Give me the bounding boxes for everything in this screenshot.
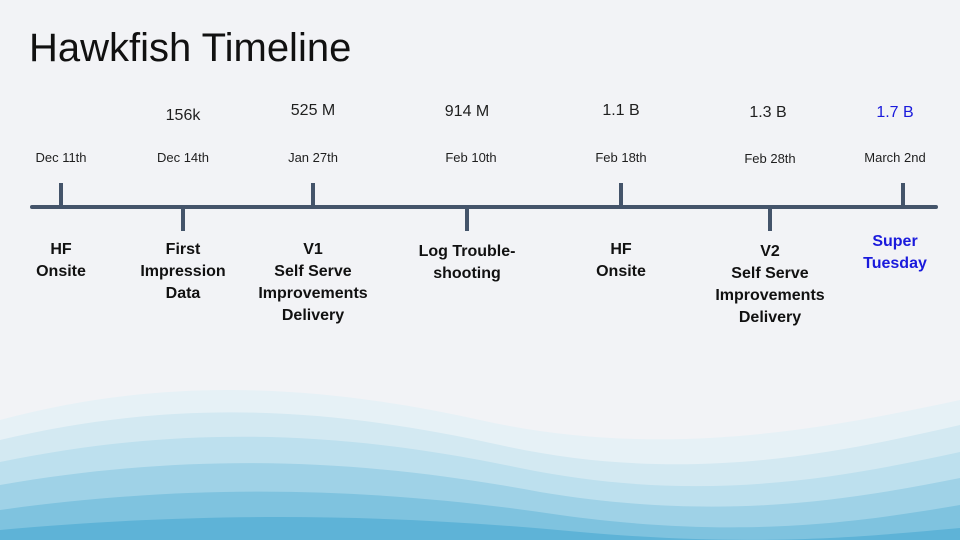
milestone-metric: 914 M [444, 103, 490, 120]
milestone-event: V1 Self Serve Improvements Delivery [258, 241, 368, 324]
wave-band [0, 517, 960, 540]
milestone-event: HF Onsite [36, 241, 86, 280]
milestone-date: March 2nd [864, 150, 926, 165]
milestone-tick [59, 183, 63, 207]
milestone-event: Log Trouble- shooting [418, 243, 516, 282]
milestone-tick [181, 207, 185, 231]
milestone-metric: 1.1 B [602, 102, 640, 119]
milestone-date: Jan 27th [288, 150, 338, 165]
milestone-event-highlight: Super Tuesday [863, 233, 927, 272]
milestone-tick [901, 183, 905, 207]
milestone-date: Dec 11th [35, 150, 87, 165]
milestone-metric-highlight: 1.7 B [876, 104, 914, 121]
milestone-metric: 1.3 B [749, 104, 787, 121]
milestone-tick [768, 207, 772, 231]
slide-title: Hawkfish Timeline [29, 26, 352, 70]
milestone-metric: 156k [165, 107, 201, 124]
milestone-date: Feb 18th [595, 150, 647, 165]
timeline-axis [30, 205, 938, 209]
milestone-date: Dec 14th [156, 150, 210, 165]
milestone-event: HF Onsite [596, 241, 646, 280]
milestone-tick [619, 183, 623, 207]
milestone-event: First Impression Data [140, 241, 226, 302]
milestone-date: Feb 10th [445, 150, 497, 165]
milestone-event: V2 Self Serve Improvements Delivery [715, 243, 825, 326]
milestone-date: Feb 28th [744, 151, 796, 166]
milestone-metric: 525 M [290, 102, 336, 119]
milestone-tick [465, 207, 469, 231]
milestone-tick [311, 183, 315, 207]
